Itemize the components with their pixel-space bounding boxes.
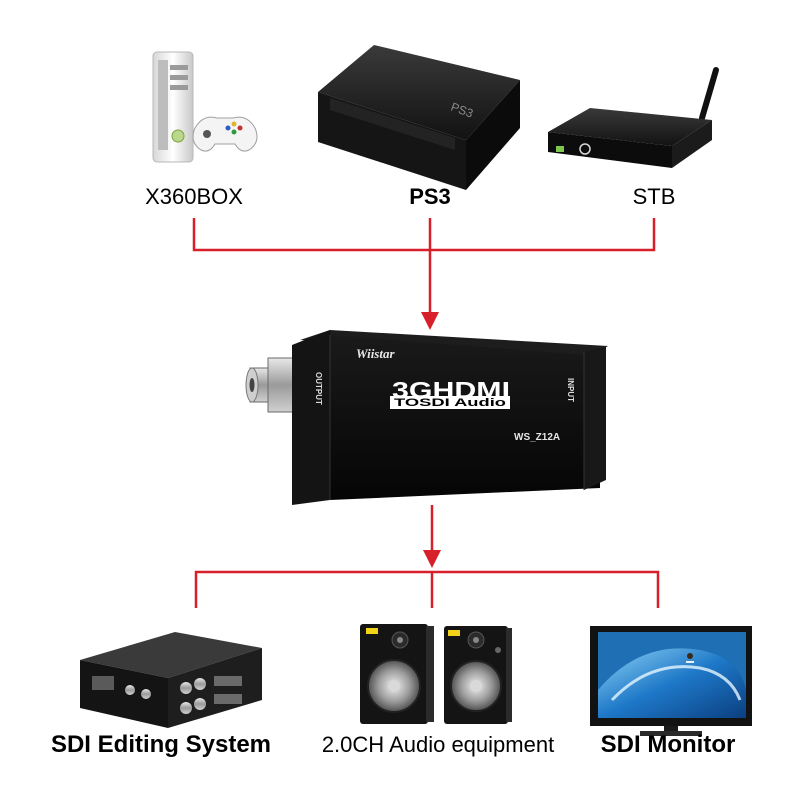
input-port-label: INPUT <box>566 378 575 402</box>
converter-brand: Wiistar <box>356 346 395 361</box>
converter-model: WS_Z12A <box>514 432 560 443</box>
arrow-down-icon <box>423 550 441 568</box>
monitor-icon <box>590 626 752 736</box>
output-label-sdi-monitor: SDI Monitor <box>600 731 736 758</box>
sdi-editing-system-icon <box>80 632 262 728</box>
converter-box: Wiistar 3GHDMI TOSDI Audio WS_Z12A OUTPU… <box>245 330 608 505</box>
output-label-sdi-editing-system: SDI Editing System <box>50 731 272 758</box>
output-bus-line <box>194 570 660 608</box>
xbox360-console-icon <box>152 51 258 163</box>
source-label-stb: STB <box>632 184 676 209</box>
bnc-connector-icon <box>245 357 299 413</box>
arrow-down-icon <box>421 312 439 330</box>
source-label-ps3: PS3 <box>409 184 451 209</box>
ps3-console-icon: PS3 <box>318 45 520 190</box>
output-label-audio-equipment: 2.0CH Audio equipment <box>321 732 555 757</box>
speakers-icon <box>360 624 512 724</box>
converter-subtitle: TOSDI Audio <box>394 397 506 409</box>
connector-lines <box>192 218 660 608</box>
source-label-x360box: X360BOX <box>145 184 243 209</box>
set-top-box-icon <box>548 67 719 168</box>
output-port-label: OUTPUT <box>314 372 323 405</box>
source-bus-line <box>192 218 656 252</box>
